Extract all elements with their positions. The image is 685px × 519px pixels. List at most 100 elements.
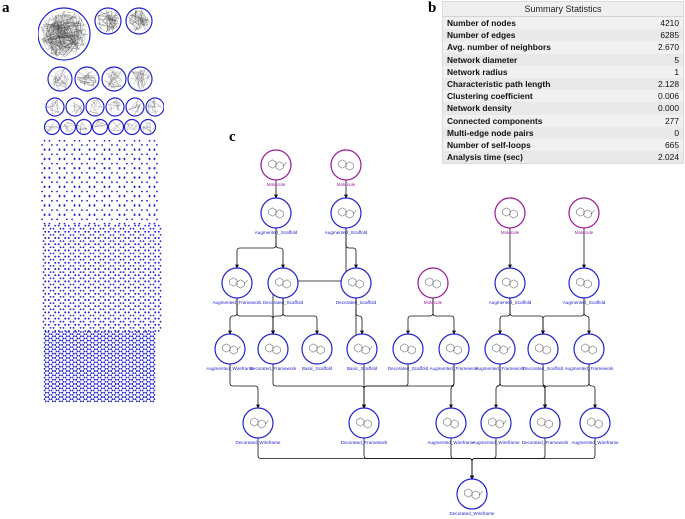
network-component (101, 214, 113, 225)
network-component (50, 396, 58, 403)
structure-ring (495, 419, 504, 429)
structure-ring (268, 159, 277, 169)
network-component (64, 396, 72, 403)
structure-ring (576, 277, 585, 287)
network-component (106, 396, 114, 403)
structure-ring (229, 345, 238, 355)
node-label: Molecule (501, 230, 520, 235)
molecule-node: Molecule (568, 197, 600, 235)
network-component (113, 396, 121, 403)
network-component (43, 118, 61, 136)
network-component (92, 323, 102, 332)
structure-bond (237, 345, 241, 351)
structure-ring (587, 417, 596, 427)
node-label: Augmented_Scaffold (489, 300, 532, 305)
structure-ring (345, 209, 354, 219)
network-component (85, 396, 93, 403)
structure-ring (338, 159, 347, 169)
hierarchy-edge (432, 298, 456, 335)
stat-label: Network diameter (447, 54, 518, 65)
network-component (85, 97, 105, 117)
structure-ring (348, 277, 357, 287)
scaffold-node: Augmented_Scaffold (255, 197, 298, 235)
stat-label: Number of nodes (447, 18, 516, 29)
node-label: Augmented_Framework (564, 366, 614, 371)
structure-ring (446, 343, 455, 353)
network-component (94, 7, 122, 35)
molecule-node: Molecule (260, 149, 292, 187)
network-component (41, 214, 53, 225)
network-component (101, 66, 127, 92)
node-label: Augmented_Framework (212, 300, 262, 305)
stat-label: Avg. number of neighbors (447, 42, 551, 53)
network-component (71, 214, 83, 225)
node-label: Decorated_Wireframe (236, 440, 281, 445)
scaffold-node: Decorated_Framework (341, 407, 388, 445)
structure-ring (583, 209, 592, 219)
structure-ring (222, 343, 231, 353)
network-component (82, 323, 92, 332)
structure-ring (345, 161, 354, 171)
network-component (134, 383, 142, 390)
structure-bond (503, 419, 507, 425)
network-component (75, 118, 93, 136)
scaffold-node: Decorated_Wireframe (450, 478, 495, 516)
scaffold-node: Augmented_Wireframe (206, 333, 254, 371)
hierarchy-edge (470, 438, 596, 480)
network-component (41, 158, 53, 169)
hierarchy-edge (229, 364, 260, 409)
node-label: Decorated_Wireframe (450, 511, 495, 516)
scaffold-node: Decorated_Scaffold (388, 333, 429, 371)
stat-value: 0.006 (658, 91, 679, 102)
network-component (41, 195, 53, 206)
structure-ring (236, 279, 245, 289)
scaffold-node: Augmented_Framework (475, 333, 525, 371)
structure-bond (244, 279, 248, 285)
network-component (107, 118, 125, 136)
stat-label: Number of edges (447, 30, 516, 41)
structure-bond (479, 490, 483, 496)
network-component (43, 396, 51, 403)
network-component (78, 396, 86, 403)
panel-label-c: c (229, 129, 236, 145)
structure-ring (509, 209, 518, 219)
network-component (123, 118, 141, 136)
node-label: Decorated_Scaffold (388, 366, 429, 371)
structure-ring (453, 345, 462, 355)
scaffold-node: Augmented_Framework (564, 333, 614, 371)
structure-ring (464, 488, 473, 498)
molecule-node: Molecule (417, 267, 449, 305)
stat-value: 1 (674, 66, 679, 77)
network-component (134, 396, 142, 403)
network-component (71, 396, 79, 403)
structure-ring (400, 343, 409, 353)
network-component (47, 66, 73, 92)
node-label: Augmented_Wireframe (472, 440, 520, 445)
node-label: Decorated_Framework (341, 440, 388, 445)
stat-value: 0 (674, 127, 679, 138)
stat-value: 2.670 (658, 42, 679, 53)
network-component (99, 396, 107, 403)
node-label: Augmented_Scaffold (255, 230, 298, 235)
network-component (127, 66, 153, 92)
structure-ring (355, 279, 364, 289)
scaffold-node: Augmented_Framework (212, 267, 262, 305)
structure-ring (594, 419, 603, 429)
structure-ring (471, 490, 480, 500)
structure-ring (450, 419, 459, 429)
structure-ring (268, 207, 277, 217)
network-component (92, 396, 100, 403)
node-label: Augmented_Wireframe (571, 440, 619, 445)
structure-ring (509, 279, 518, 289)
stat-value: 0.000 (658, 103, 679, 114)
structure-ring (309, 343, 318, 353)
network-component (38, 7, 91, 61)
network-component (131, 186, 143, 197)
stat-value: 6285 (660, 30, 679, 41)
structure-bond (265, 419, 269, 425)
